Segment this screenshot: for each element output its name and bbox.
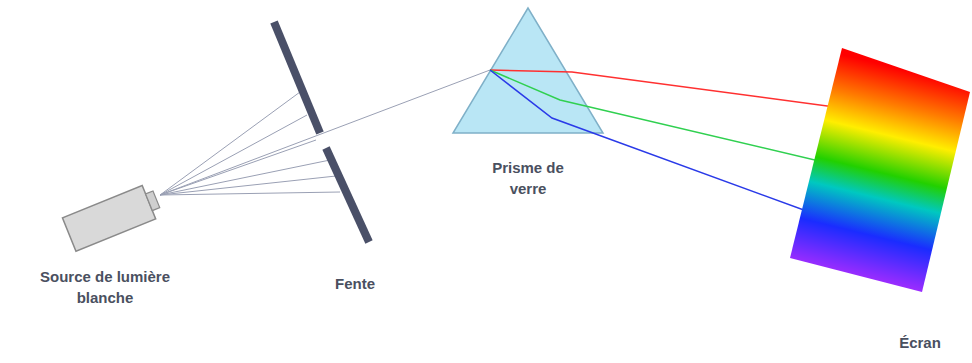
light-source — [62, 183, 163, 252]
light-rays — [160, 70, 490, 195]
slit-label: Fente — [320, 273, 390, 294]
screen — [790, 48, 970, 292]
source-label: Source de lumière blanche — [20, 266, 190, 308]
screen-label: Écran — [880, 332, 960, 353]
prism-label: Prisme de verre — [478, 157, 578, 199]
slit — [274, 22, 369, 242]
